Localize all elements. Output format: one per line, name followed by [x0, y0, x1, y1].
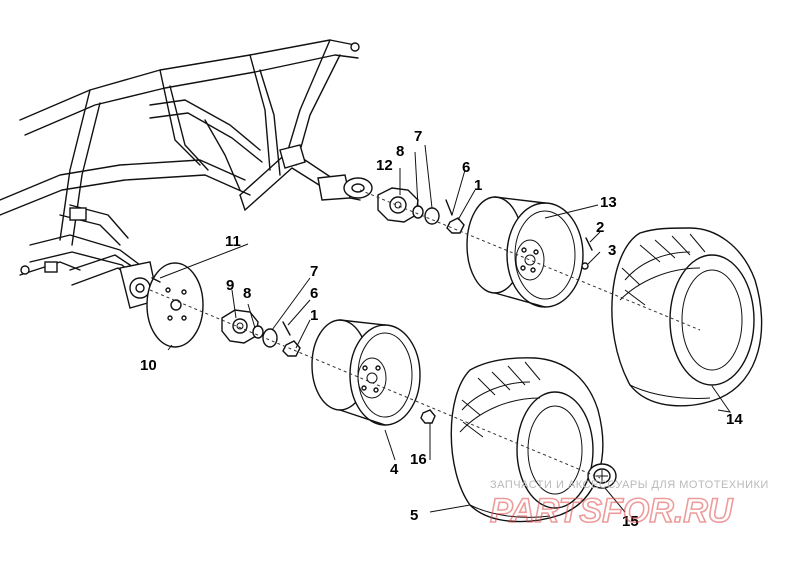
watermark-brand: PARTSFOR.RU	[490, 492, 734, 530]
label-4: 4	[390, 461, 399, 478]
label-14: 14	[726, 411, 743, 428]
label-5: 5	[410, 507, 418, 524]
nut-1-rear	[446, 217, 465, 234]
upper-a-arm	[239, 144, 373, 211]
washer-7-front	[262, 328, 278, 348]
frame-assembly	[0, 39, 360, 281]
rear-rim-13	[466, 196, 584, 308]
label-15: 15	[622, 513, 639, 530]
front-hub-9	[221, 309, 259, 344]
washer-8-front	[252, 325, 264, 339]
watermark-tagline: ЗАПЧАСТИ И АКСЕССУАРЫ ДЛЯ МОТОТЕХНИКИ	[490, 479, 769, 491]
washer-8-rear	[412, 205, 424, 219]
rear-tire-14	[611, 227, 763, 407]
hub-cap-15	[587, 463, 617, 489]
front-rim-4	[311, 319, 421, 426]
valve-2	[585, 237, 593, 251]
washer-7-rear	[424, 207, 440, 225]
rear-hub-12	[377, 187, 419, 223]
label-7-rear: 7	[414, 128, 422, 145]
label-6-front: 6	[310, 285, 318, 302]
assembly-axis-lines	[149, 189, 701, 479]
bolt-11	[151, 277, 161, 283]
part-labels: 12 8 7 6 1 13 2 3 14 11 9 8 7 6 1 10 4 1…	[140, 128, 743, 530]
label-2: 2	[596, 219, 604, 236]
watermark: ЗАПЧАСТИ И АКСЕССУАРЫ ДЛЯ МОТОТЕХНИКИ PA…	[489, 479, 769, 531]
label-13: 13	[600, 194, 617, 211]
label-11: 11	[225, 233, 241, 250]
cotter-pin-6-front	[282, 321, 291, 336]
front-tire-5	[450, 357, 604, 523]
label-8-front: 8	[243, 285, 251, 302]
label-9: 9	[226, 277, 234, 294]
brake-disc-10	[146, 262, 204, 348]
lug-nut-16	[420, 409, 436, 424]
label-3: 3	[608, 242, 616, 259]
label-1-front: 1	[310, 307, 318, 324]
label-7-front: 7	[310, 263, 318, 280]
nut-1-front	[282, 340, 301, 357]
label-12: 12	[376, 157, 393, 174]
cotter-pin-6-rear	[445, 199, 453, 216]
label-16: 16	[410, 451, 427, 468]
label-8-rear: 8	[396, 143, 404, 160]
label-10: 10	[140, 357, 157, 374]
label-6-rear: 6	[462, 159, 470, 176]
leader-lines	[159, 144, 732, 513]
valve-cap-3	[581, 262, 589, 270]
label-1-rear: 1	[474, 177, 482, 194]
